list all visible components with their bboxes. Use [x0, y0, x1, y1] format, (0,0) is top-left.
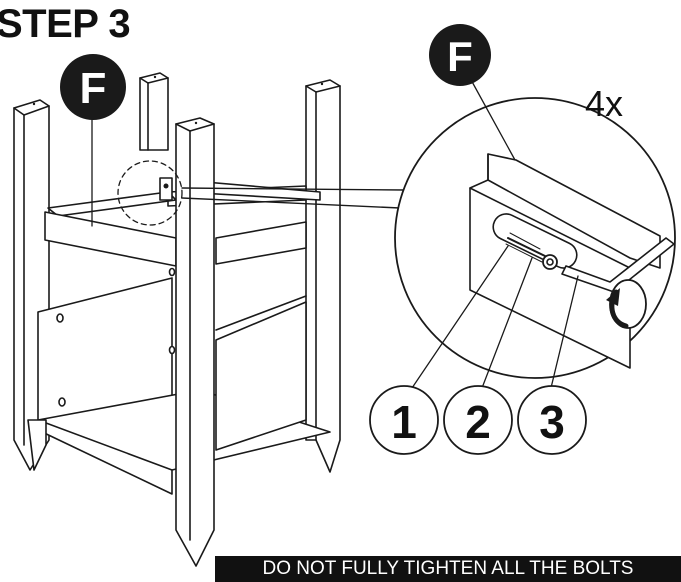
part-badge-main: [60, 54, 126, 120]
leg-back-middle: [139, 72, 169, 151]
warning-banner: DO NOT FULLY TIGHTEN ALL THE BOLTS: [215, 556, 681, 582]
quantity-label: 4x: [585, 83, 623, 124]
zoom-line-upper: [181, 187, 406, 191]
leg-top-holes: [32, 75, 324, 125]
top-apron-front: [44, 211, 177, 267]
leader-1: [411, 245, 509, 389]
leg-back-right: [305, 79, 341, 473]
furniture-frame: [13, 72, 341, 567]
leader-3: [549, 275, 579, 393]
top-apron-right: [215, 221, 307, 265]
rotation-arrow: [606, 279, 647, 329]
callout-3: 3: [539, 396, 565, 448]
joint-bracket: [159, 177, 173, 201]
bolt: [505, 232, 558, 270]
leader-f-detail: [469, 77, 516, 161]
part-badge-detail: [429, 24, 491, 86]
leader-2: [481, 257, 533, 389]
callout-circle-1: [369, 385, 439, 455]
zoom-line-lower: [181, 197, 401, 209]
leg-front-right: [175, 117, 215, 567]
callout-circle-3: [517, 385, 587, 455]
top-apron-left: [47, 191, 177, 217]
allen-key: [561, 237, 675, 293]
part-badge-detail-label: F: [447, 33, 473, 80]
callout-circle-2: [443, 385, 513, 455]
part-badge-main-label: F: [80, 64, 107, 113]
callout-2: 2: [465, 396, 491, 448]
step-title: STEP 3: [0, 2, 131, 46]
leg-front-left: [27, 419, 47, 471]
detail-focus-circle: [117, 160, 183, 226]
back-panel: [215, 301, 307, 451]
callout-1: 1: [391, 396, 417, 448]
panel-holes: [56, 267, 176, 407]
